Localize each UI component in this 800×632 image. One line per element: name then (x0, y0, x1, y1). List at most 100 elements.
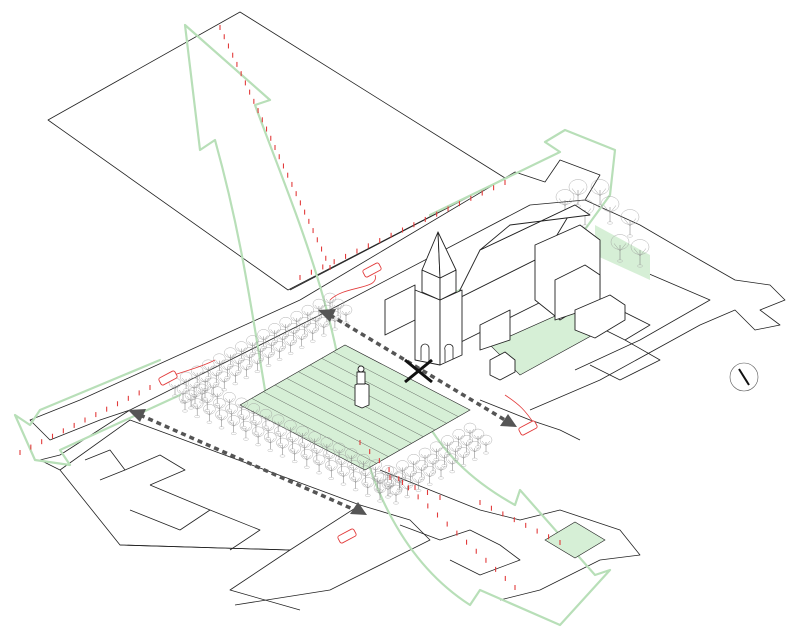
red-traffic-line (329, 274, 376, 301)
tree-row-icon (213, 398, 226, 418)
tree-row-icon (320, 437, 334, 457)
tree-row-icon (446, 453, 459, 474)
tree-row-icon (261, 420, 275, 441)
tree-row-icon (357, 453, 370, 474)
tree-row-icon (389, 484, 403, 505)
tree-row-icon (251, 353, 264, 373)
church-porch-left (384, 284, 416, 336)
tree-row-icon (284, 335, 297, 355)
tree-row-icon (225, 403, 238, 424)
tree-row-icon (312, 298, 326, 319)
tree-row-icon (237, 409, 250, 429)
tree-row-icon (190, 398, 204, 419)
church-tower-side (439, 289, 463, 366)
tree-row-icon (235, 341, 248, 361)
top-street-edge (299, 159, 601, 316)
tree-row-icon (381, 478, 395, 499)
tree-row-icon (227, 415, 240, 435)
tree-row-icon (600, 196, 620, 225)
tree-row-icon (434, 459, 448, 480)
right-parcels-2 (589, 339, 661, 381)
lawn-stripe (274, 384, 401, 451)
tree-row-icon (178, 392, 192, 413)
bottom-right-square (544, 521, 606, 559)
lawn-stripe (309, 364, 436, 431)
church-back-house (489, 351, 516, 381)
tree-row-icon (373, 482, 387, 503)
tree-row-icon (232, 353, 245, 374)
tree-row-icon (361, 477, 375, 497)
tree-row-icon (198, 380, 212, 401)
tree-row-icon (273, 341, 286, 361)
dashed-double-arrow-icon (318, 309, 517, 427)
green-flow-arrow-icon (13, 358, 182, 467)
car-icon (518, 420, 538, 436)
church-spire-side (437, 231, 457, 279)
bottom-left-block (59, 419, 361, 551)
tree-row-icon (309, 310, 323, 331)
lower-street-2 (234, 504, 431, 606)
tree-row-icon (276, 329, 289, 349)
tree-row-icon (276, 437, 289, 458)
compass-icon (729, 362, 759, 392)
car-icon (158, 370, 178, 386)
statue-icon (354, 365, 370, 409)
tree-row-icon (369, 459, 382, 480)
tree-row-icon (223, 392, 236, 412)
courtyard-green (595, 225, 650, 280)
tree-row-icon (268, 323, 281, 343)
church (384, 204, 626, 381)
dashed-double-arrows (128, 309, 517, 515)
tree-row-icon (274, 426, 287, 446)
tree-row-icon (568, 179, 588, 208)
tree-row-icon (404, 466, 417, 486)
tree-row-icon (430, 441, 443, 462)
tree-row-icon (468, 441, 481, 461)
tree-row-icon (200, 392, 214, 413)
tree-row-icon (259, 408, 273, 429)
tree-row-icon (224, 347, 237, 368)
green-flow-arrows (13, 23, 617, 627)
tree-row-icon (306, 323, 319, 343)
tree-row-icon (590, 179, 610, 208)
tree-row-icon (359, 465, 372, 486)
left-street-2 (39, 314, 321, 471)
tree-row-icon (312, 454, 326, 475)
church-nave-roof-back (479, 204, 591, 251)
bottom-parcel-lines-4 (209, 509, 261, 551)
tree-row-icon (298, 437, 311, 458)
pedestrian-dotted-paths (19, 25, 561, 590)
tree-row-icon (287, 323, 300, 343)
tree-row-icon (235, 397, 248, 418)
tree-row-icon (240, 359, 253, 380)
tree-row-icon (331, 298, 345, 319)
tree-row-icon (296, 425, 309, 446)
tree-row-icon (210, 365, 223, 386)
tree-row-icon (221, 359, 234, 380)
lawn-stripe (263, 391, 389, 457)
tree-row-icon (265, 335, 278, 355)
tree-row-icon (393, 472, 406, 493)
tree-row-icon (401, 478, 414, 499)
tree-row-icon (322, 448, 336, 469)
plaza-south-road (379, 469, 431, 491)
tree-row-icon (345, 448, 358, 468)
lower-street (119, 544, 301, 611)
blocked-cross-icon (404, 358, 433, 384)
tree-row-icon (286, 431, 299, 452)
car-icon (362, 262, 382, 278)
tree-row-icon (288, 443, 301, 464)
tree-row-icon (452, 429, 465, 449)
tree-row-icon (630, 239, 650, 268)
lawn-stripe (251, 398, 377, 464)
tree-row-icon (239, 420, 253, 441)
tree-row-icon (295, 329, 308, 349)
right-street (529, 199, 786, 411)
car-icon (337, 528, 357, 544)
tree-row-icon (203, 404, 216, 424)
tree-row-icon (412, 472, 425, 492)
tree-row-icon (317, 316, 331, 337)
left-street (29, 299, 301, 441)
tree-row-icon (385, 466, 398, 487)
